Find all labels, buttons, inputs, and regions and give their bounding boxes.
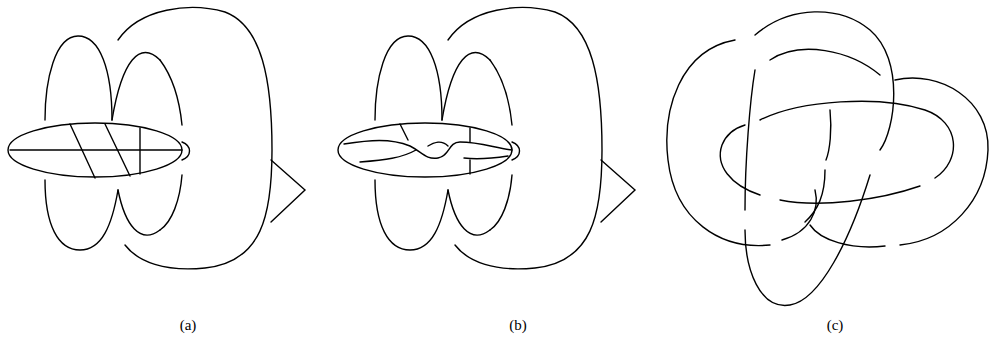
twisted-band: [344, 141, 512, 159]
outer-surface: [448, 8, 602, 269]
vertical-band: [442, 53, 490, 121]
vertical-band: [112, 53, 160, 121]
knot-strand: [770, 49, 880, 75]
knot-strand: [755, 12, 894, 150]
vertical-band: [375, 180, 448, 250]
knot-strand: [895, 78, 988, 245]
vertical-band: [490, 60, 512, 125]
outer-surface: [118, 8, 272, 269]
knot-strand: [720, 125, 760, 195]
disk-line: [469, 128, 470, 142]
surface-figure: [8, 8, 305, 269]
triangle-tab: [601, 160, 635, 222]
panel-label: (c): [827, 318, 844, 333]
knot-strand: [667, 40, 770, 246]
disk-line: [139, 128, 140, 174]
knot-figure: [667, 12, 988, 306]
disk-line: [105, 124, 130, 176]
knot-strand: [805, 170, 825, 222]
disk-line: [10, 149, 182, 150]
vertical-band: [448, 190, 490, 235]
knot-strand: [760, 101, 953, 178]
disk-line: [70, 124, 95, 178]
panel-label: (b): [509, 318, 527, 333]
knot-strand: [745, 175, 870, 305]
vertical-band: [118, 190, 160, 235]
vertical-band: [375, 36, 442, 120]
knot-strand: [780, 186, 920, 203]
disk-line: [400, 124, 408, 140]
vertical-band: [160, 175, 182, 230]
panel-label: (a): [180, 318, 197, 333]
knot-strand: [826, 110, 831, 160]
vertical-band: [160, 60, 182, 125]
vertical-band: [45, 36, 112, 120]
vertical-band: [45, 180, 118, 250]
twisted-band: [464, 156, 508, 159]
vertical-band: [490, 175, 512, 230]
horizontal-disk: [8, 123, 182, 177]
disk-rim: [182, 142, 190, 160]
twisted-band: [360, 150, 416, 162]
triangle-tab: [271, 160, 305, 222]
twisted-band: [428, 142, 448, 146]
disk-line: [469, 160, 470, 174]
horizontal-disk: [338, 123, 512, 177]
knot-strand: [810, 225, 885, 247]
disk-rim: [512, 142, 520, 160]
surface-figure: [338, 8, 635, 269]
